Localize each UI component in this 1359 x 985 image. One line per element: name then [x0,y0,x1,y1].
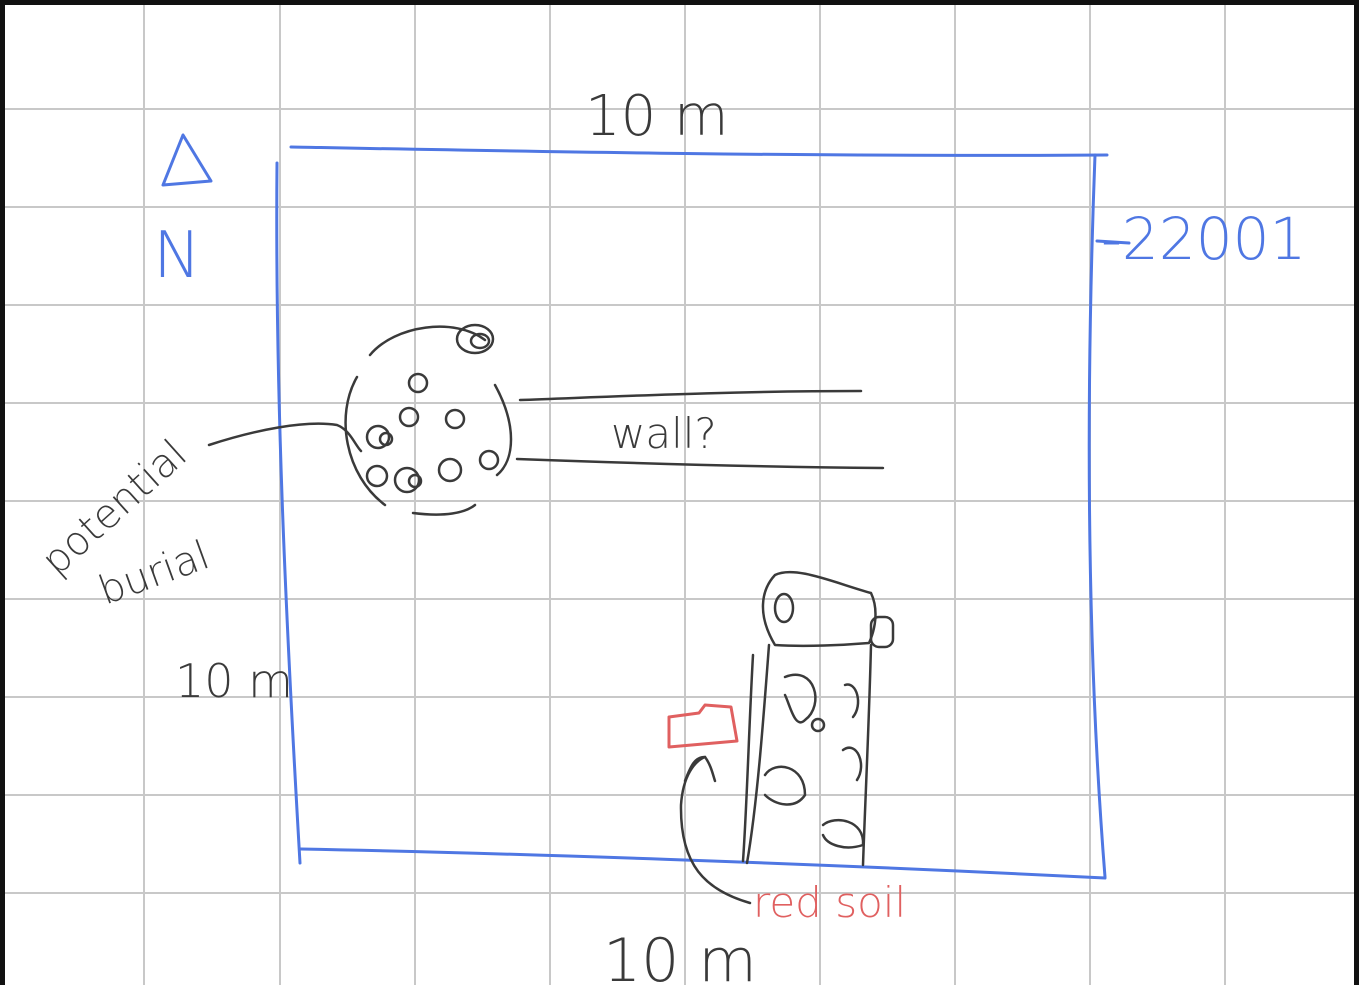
dimension-bottom-label: 10 m [603,926,757,985]
burial-label-line2: burial [93,532,216,614]
wall-label: wall? [611,409,717,458]
north-label: N [153,219,201,293]
stone-feature-drawing [743,572,893,865]
red-soil-label: red soil [753,878,906,927]
dimension-left-label: 10 m [175,654,293,708]
north-arrow-icon [163,135,211,185]
unit-outline [277,147,1129,878]
unit-id-label: -22001 [1101,205,1306,273]
burial-feature-drawing [209,325,511,515]
field-sketch: N -22001 10 m 10 m 10 m potential [5,5,1359,985]
dimension-top-label: 10 m [585,84,729,149]
red-soil-pointer [681,757,750,903]
red-soil-drawing [669,705,737,747]
